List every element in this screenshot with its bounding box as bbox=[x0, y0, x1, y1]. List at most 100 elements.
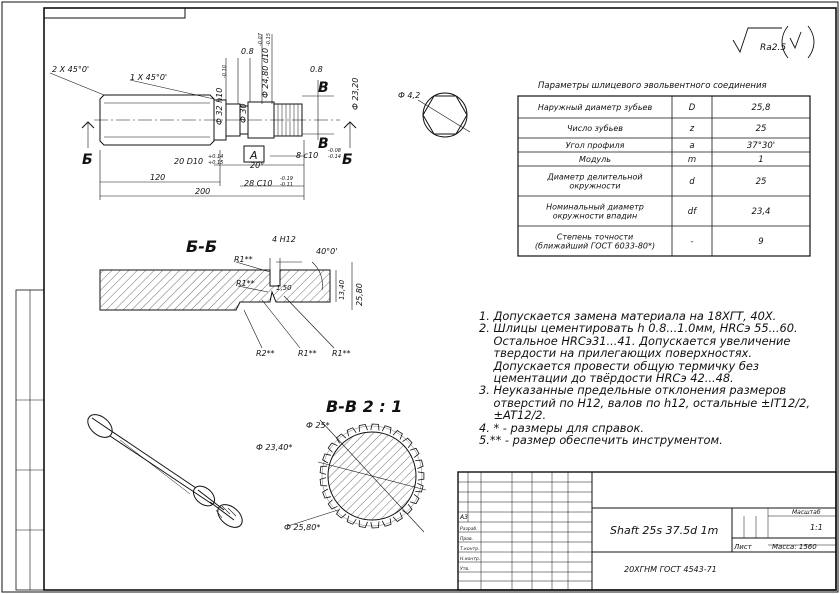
main-view-labels: 2 X 45°0' 1 X 45°0' 120 200 20 D10 +0.14… bbox=[52, 32, 360, 196]
title-sheet-label: Лист bbox=[733, 543, 753, 551]
chamfer-left-label: 2 X 45°0' bbox=[52, 65, 89, 74]
section-bb-view bbox=[99, 258, 353, 349]
surface-08-a: 0.8 bbox=[241, 47, 254, 56]
bb-d2-label: 25,80 bbox=[355, 283, 364, 306]
gear-tooth bbox=[415, 459, 424, 469]
tol-28c10-up: -0.19 bbox=[280, 176, 293, 182]
bb-angle-label: 40°0' bbox=[316, 247, 337, 256]
gear-tooth bbox=[358, 520, 368, 529]
title-role-1: Пров. bbox=[460, 536, 473, 542]
note-line: 4. * - размеры для справок. bbox=[479, 420, 644, 435]
end-view bbox=[417, 92, 471, 138]
title-block bbox=[457, 471, 837, 591]
shaft-main-view bbox=[94, 94, 340, 163]
chamfer-mid-label: 1 X 45°0' bbox=[130, 73, 167, 82]
roughness-value: Ra2.5 bbox=[760, 43, 786, 53]
params-row-label: (ближайший ГОСТ 6033-80*) bbox=[535, 242, 655, 251]
params-row-symbol: D bbox=[689, 103, 696, 113]
dim-20deg-label: 20° bbox=[250, 161, 264, 170]
gear-tooth bbox=[392, 512, 403, 523]
datum-label: A bbox=[249, 149, 258, 162]
gear-tooth bbox=[346, 515, 357, 525]
title-role-2: Т.контр. bbox=[460, 546, 480, 552]
tol-28c10-dn: -0.11 bbox=[280, 182, 293, 188]
title-role-3: Н.контр. bbox=[460, 556, 480, 562]
surface-08-b: 0.8 bbox=[310, 65, 323, 74]
tol-20d10-dn: +0.15 bbox=[208, 160, 223, 166]
gear-tooth bbox=[370, 521, 380, 529]
end-view-dim: Ф 4,2 bbox=[398, 91, 420, 100]
title-role-0: Разраб. bbox=[460, 526, 478, 532]
params-row-value: 25 bbox=[756, 124, 767, 134]
gear-tooth bbox=[327, 442, 338, 453]
section-b-right-label: Б bbox=[342, 152, 353, 168]
section-b-left-label: Б bbox=[82, 152, 93, 168]
params-row-symbol: m bbox=[688, 155, 696, 165]
vv-d2340-label: Ф 23,40* bbox=[256, 443, 292, 452]
note-line: твердости на прилегающих поверхностях. bbox=[479, 346, 752, 361]
params-row-symbol: - bbox=[690, 237, 693, 247]
params-row-value: 37°30' bbox=[747, 141, 775, 151]
section-vv-title: В-В 2 : 1 bbox=[326, 397, 402, 416]
gear-tooth bbox=[410, 447, 420, 458]
note-line: отверстий по H12, валов по h12, остальны… bbox=[479, 395, 810, 410]
tol-8-dn: -0.14 bbox=[328, 154, 341, 160]
main-view-dimensions bbox=[49, 34, 357, 200]
params-row-label: Наружный диаметр зубьев bbox=[538, 103, 653, 112]
bb-r1-b: R1** bbox=[236, 279, 255, 288]
gear-tooth bbox=[358, 423, 368, 432]
gear-tooth bbox=[402, 504, 413, 515]
note-line: 1. Допускается замена материала на 18ХГТ… bbox=[479, 309, 777, 323]
params-row-label: Диаметр делительной bbox=[546, 173, 642, 182]
gear-tooth bbox=[381, 518, 392, 527]
bb-r1-c: R1** bbox=[298, 349, 317, 358]
params-row-label: Угол профиля bbox=[566, 141, 625, 150]
params-row-label: окружности bbox=[569, 182, 620, 191]
tol-8-up: -0.08 bbox=[328, 148, 341, 154]
params-row-value: 9 bbox=[758, 237, 763, 247]
params-table-frame bbox=[517, 95, 811, 257]
tol-phi32: -0.10 bbox=[222, 65, 228, 78]
params-row-value: 1 bbox=[758, 155, 763, 165]
params-table-title: Параметры шлицевого эвольвентного соедин… bbox=[538, 81, 767, 91]
note-line: Остальное HRCэ31...41. Допускается увели… bbox=[479, 333, 791, 348]
dim-20d10-label: 20 D10 bbox=[174, 157, 203, 166]
section-bb-labels: 4 H12 40°0' R1** R1** R1** R1** R2** 1,5… bbox=[234, 235, 364, 358]
title-scale-header: Масштаб bbox=[792, 509, 821, 516]
params-row-label: Модуль bbox=[579, 155, 611, 164]
section-vv-labels: Ф 25* Ф 23,40* Ф 25,80* bbox=[256, 421, 330, 532]
gear-tooth bbox=[415, 483, 424, 493]
dim-phi32-label: Ф 32 h10 bbox=[215, 88, 224, 125]
params-row-symbol: a bbox=[689, 141, 694, 151]
tol-phi2480-up: -0.07 bbox=[258, 32, 264, 46]
title-role-4: Утв. bbox=[460, 566, 469, 572]
title-designation: Shaft 25s 37.5d 1m bbox=[610, 524, 718, 537]
tol-phi2480-dn: -0.15 bbox=[266, 33, 272, 46]
section-v-top-label: В bbox=[318, 80, 329, 96]
note-line: 5.** - размер обеспечить инструментом. bbox=[479, 433, 723, 448]
section-v-bottom-label: В bbox=[318, 136, 329, 152]
gear-tooth bbox=[402, 437, 413, 448]
note-line: ±AT12/2. bbox=[479, 408, 547, 423]
note-line: цементации до твёрдости HRCэ 42...48. bbox=[479, 371, 734, 386]
gear-tooth bbox=[410, 494, 420, 505]
gear-tooth bbox=[322, 488, 331, 499]
title-scale: 1:1 bbox=[810, 523, 823, 532]
gear-tooth bbox=[417, 471, 425, 481]
bb-r2-label: R2** bbox=[256, 349, 275, 358]
gear-tooth bbox=[319, 465, 328, 475]
params-row-value: 25,8 bbox=[752, 103, 772, 113]
dim-120-label: 120 bbox=[150, 173, 165, 182]
vv-d2580-label: Ф 25,80* bbox=[284, 523, 320, 532]
gear-tooth bbox=[392, 429, 403, 440]
title-block-text: Shaft 25s 37.5d 1m 20ХГНМ ГОСТ 4543-71 М… bbox=[459, 509, 823, 574]
gear-tooth bbox=[381, 425, 392, 434]
params-row-label: окружности впадин bbox=[553, 212, 637, 221]
dim-28c10-label: 28 C10 bbox=[244, 179, 273, 188]
dim-phi2480-label: Ф 24,80 d10 bbox=[261, 48, 270, 98]
params-row-label: Номинальный диаметр bbox=[546, 203, 644, 212]
dim-8c10-label: 8 c10 bbox=[296, 151, 318, 160]
